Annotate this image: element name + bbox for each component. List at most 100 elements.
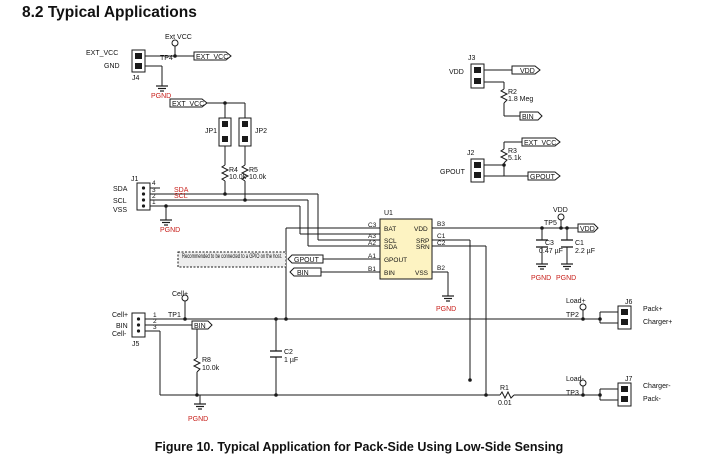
test-points bbox=[171, 39, 587, 387]
jumper-jp1 bbox=[218, 117, 232, 147]
connector-j6 bbox=[617, 305, 632, 330]
label-r2: R2 bbox=[508, 89, 517, 96]
chip-u1 bbox=[379, 218, 433, 280]
chip-pin-vss: VSS bbox=[415, 270, 429, 277]
label-c2-val: 1 µF bbox=[284, 357, 298, 364]
label-ext-vcc-top: Ext VCC bbox=[165, 34, 192, 41]
label-c1: C1 bbox=[575, 240, 584, 247]
label-j1-sda: SDA bbox=[113, 186, 128, 193]
chip-pin-srp: SRP bbox=[416, 238, 429, 245]
pin-c1: C1 bbox=[437, 233, 446, 240]
label-j6: J6 bbox=[625, 299, 633, 306]
connector-j7 bbox=[617, 382, 632, 407]
flag-bin-3: BIN bbox=[194, 323, 206, 330]
label-charger-minus: Charger- bbox=[643, 383, 671, 390]
junction-dots bbox=[164, 54, 602, 397]
label-cellp-top: Cell+ bbox=[172, 291, 188, 298]
label-r4-val: 10.0k bbox=[229, 174, 247, 181]
label-c1-val: 2.2 µF bbox=[575, 248, 595, 255]
label-u1: U1 bbox=[384, 210, 393, 217]
label-pgnd-5: PGND bbox=[556, 275, 576, 282]
label-j7: J7 bbox=[625, 376, 633, 383]
pin-a3: A3 bbox=[368, 233, 376, 240]
j5-pin-1: 1 bbox=[153, 312, 157, 319]
label-r1: R1 bbox=[500, 385, 509, 392]
label-j1-vss: VSS bbox=[113, 207, 127, 214]
pin-1: 1 bbox=[152, 199, 156, 206]
label-load-minus: Load- bbox=[566, 376, 585, 383]
label-r5-val: 10.0k bbox=[249, 174, 267, 181]
label-r3-val: 5.1k bbox=[508, 155, 522, 162]
label-r1-val: 0.01 bbox=[498, 400, 512, 407]
label-r8-val: 10.0k bbox=[202, 365, 220, 372]
label-jp2: JP2 bbox=[255, 128, 267, 135]
j5-pin-3: 3 bbox=[153, 324, 157, 331]
connector-j4 bbox=[131, 49, 146, 73]
label-pgnd-6: PGND bbox=[188, 416, 208, 423]
jumper-jp2 bbox=[238, 117, 252, 147]
label-charger-plus: Charger+ bbox=[643, 319, 672, 326]
label-r3: R3 bbox=[508, 148, 517, 155]
flag-gpout: GPOUT bbox=[294, 257, 320, 264]
label-tp3: TP3 bbox=[566, 390, 579, 397]
chip-pin-bin: BIN bbox=[384, 270, 395, 277]
note-text: Recommended to be connected to a GPIO on… bbox=[182, 254, 282, 260]
wires bbox=[145, 46, 618, 404]
label-j4: J4 bbox=[132, 75, 140, 82]
flag-ext-vcc-3: EXT_VCC bbox=[524, 140, 556, 147]
label-jp1: JP1 bbox=[205, 128, 217, 135]
pin-c3: C3 bbox=[368, 222, 377, 229]
label-j2: J2 bbox=[467, 150, 475, 157]
label-gpout-j2: GPOUT bbox=[440, 169, 466, 176]
label-c3: C3 bbox=[545, 240, 554, 247]
label-r8: R8 bbox=[202, 357, 211, 364]
label-pgnd-3: PGND bbox=[436, 306, 456, 313]
label-r5: R5 bbox=[249, 167, 258, 174]
label-j4-ext-vcc: EXT_VCC bbox=[86, 50, 118, 57]
label-pack-plus: Pack+ bbox=[643, 306, 663, 313]
label-tp1: TP1 bbox=[168, 312, 181, 319]
label-tp5: TP5 bbox=[544, 220, 557, 227]
pin-c2: C2 bbox=[437, 240, 446, 247]
capacitors bbox=[270, 239, 573, 358]
label-j5-cellp: Cell+ bbox=[112, 312, 128, 319]
label-tp4: TP4 bbox=[160, 55, 173, 62]
flag-ext-vcc-2: EXT_VCC bbox=[172, 101, 204, 108]
flag-gpout-2: GPOUT bbox=[530, 174, 556, 181]
label-pgnd-1: PGND bbox=[151, 93, 171, 100]
pin-a2: A2 bbox=[368, 240, 376, 247]
label-r4: R4 bbox=[229, 167, 238, 174]
connector-j2 bbox=[470, 158, 485, 183]
label-vdd-j3: VDD bbox=[449, 69, 464, 76]
pin-4: 4 bbox=[152, 180, 156, 187]
label-c2: C2 bbox=[284, 349, 293, 356]
section-heading: 8.2 Typical Applications bbox=[22, 4, 197, 21]
flag-bin: BIN bbox=[297, 270, 309, 277]
note-box bbox=[177, 251, 287, 268]
net-sda: SDA bbox=[174, 187, 189, 194]
label-vdd-top: VDD bbox=[553, 207, 568, 214]
chip-pin-scl: SCL bbox=[384, 238, 397, 245]
schematic-labels: Ext VCC TP4 EXT_VCC EXT_VCC GND J4 PGND … bbox=[86, 34, 672, 423]
chip-pin-bat: BAT bbox=[384, 226, 396, 233]
label-j5-bin: BIN bbox=[116, 323, 128, 330]
resistors bbox=[192, 88, 515, 400]
net-flags bbox=[169, 51, 599, 330]
net-scl: SCL bbox=[174, 193, 188, 200]
label-j4-gnd: GND bbox=[104, 63, 120, 70]
j5-pin-2: 2 bbox=[153, 318, 157, 325]
pin-3: 3 bbox=[152, 187, 156, 194]
figure-caption: Figure 10. Typical Application for Pack-… bbox=[154, 440, 564, 454]
label-j1-scl: SCL bbox=[113, 198, 127, 205]
pin-a1: A1 bbox=[368, 253, 376, 260]
label-load-plus: Load+ bbox=[566, 298, 586, 305]
pin-b1: B1 bbox=[368, 266, 376, 273]
chip-pin-gpout: GPOUT bbox=[384, 257, 407, 264]
label-pgnd-2: PGND bbox=[160, 227, 180, 234]
label-c3-val: 0.47 µF bbox=[539, 248, 563, 255]
connector-j1 bbox=[136, 182, 151, 211]
flag-ext-vcc-1: EXT_VCC bbox=[196, 54, 228, 61]
label-j5-celln: Cell- bbox=[112, 331, 127, 338]
label-j3: J3 bbox=[468, 55, 476, 62]
